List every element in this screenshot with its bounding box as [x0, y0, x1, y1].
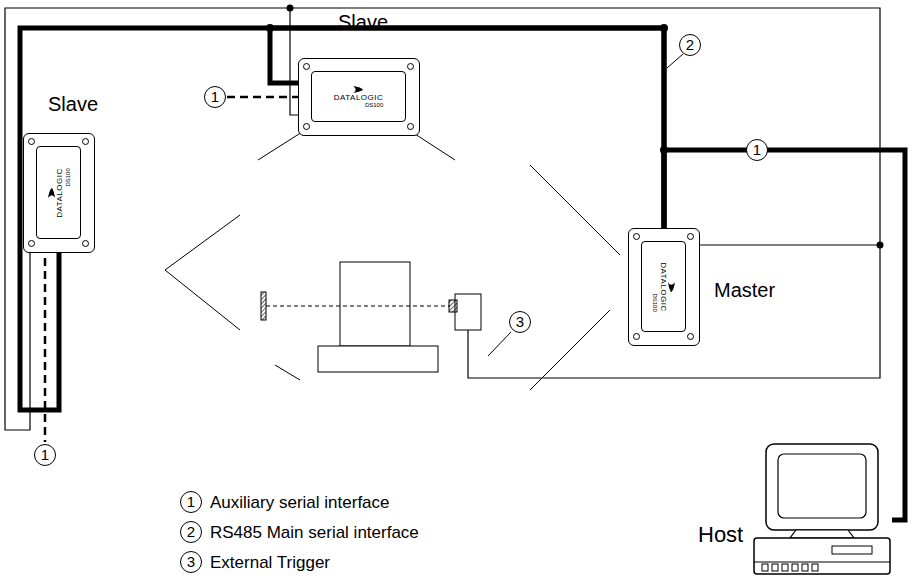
- logo: DATALOGICDS100: [47, 168, 71, 218]
- scanner-node: SlaveDATALOGICDS100: [20, 90, 100, 255]
- photocell-beam: [266, 306, 450, 307]
- junction-dot: [877, 242, 884, 249]
- logo-swoosh: [666, 279, 675, 293]
- screw: [82, 138, 89, 145]
- disk-drive: [832, 546, 872, 554]
- brand-text: DATALOGIC: [56, 168, 65, 218]
- device-label: Slave: [338, 12, 388, 32]
- logo-swoosh: [351, 85, 365, 94]
- button: [782, 564, 788, 571]
- button: [762, 564, 768, 571]
- screw: [82, 240, 89, 247]
- screw: [633, 233, 640, 240]
- screw: [633, 333, 640, 340]
- photocell-lens: [449, 300, 457, 312]
- label-plate: DATALOGICDS100: [641, 241, 686, 332]
- leader-line: [488, 332, 511, 356]
- photocell: [455, 294, 481, 330]
- legend-text: RS485 Main serial interface: [210, 524, 419, 541]
- computer-icon: [752, 440, 892, 580]
- monitor-stand: [790, 530, 854, 538]
- callout-number: 1: [204, 86, 226, 108]
- swoosh: [48, 188, 55, 198]
- label-plate: DATALOGICDS100: [311, 71, 406, 122]
- reflector: [261, 292, 266, 320]
- junction-dot: [287, 5, 294, 12]
- scanner-body: DATALOGICDS100: [298, 58, 420, 136]
- scanner-node: Master DATALOGICDS100: [628, 228, 798, 348]
- model-text: DS100: [64, 168, 70, 186]
- callout-number: 3: [509, 311, 531, 333]
- button: [812, 564, 818, 571]
- host-node: Host: [690, 440, 905, 582]
- screw: [687, 233, 694, 240]
- screw: [687, 333, 694, 340]
- model-text: DS100: [365, 102, 383, 108]
- screw: [28, 240, 35, 247]
- case-line: [754, 562, 890, 563]
- brand-text: DATALOGIC: [334, 94, 384, 103]
- logo-swoosh: [47, 186, 56, 200]
- model-text: DS100: [652, 293, 658, 311]
- screw: [407, 63, 414, 70]
- callout-number: 2: [679, 34, 701, 56]
- screw: [407, 123, 414, 130]
- brand-text: DATALOGIC: [658, 262, 667, 312]
- scanner-body: DATALOGICDS100: [23, 133, 95, 253]
- callout-number: 3: [180, 551, 202, 573]
- trigger-wiring: [5, 8, 880, 430]
- scanner-body: DATALOGICDS100: [628, 228, 700, 346]
- screw: [303, 123, 310, 130]
- label-plate: DATALOGICDS100: [36, 146, 81, 239]
- swoosh: [353, 86, 363, 93]
- serial-cable: [20, 28, 664, 410]
- button: [772, 564, 778, 571]
- callout-number: 1: [746, 139, 768, 161]
- screen: [778, 454, 866, 518]
- callout-number: 1: [34, 444, 56, 466]
- swoosh: [667, 281, 674, 291]
- monitor: [766, 444, 878, 530]
- device-label: Host: [698, 524, 743, 546]
- leader-line: [667, 54, 683, 68]
- legend-text: Auxiliary serial interface: [210, 494, 390, 511]
- button: [802, 564, 808, 571]
- legend-text: External Trigger: [210, 554, 330, 571]
- scanner-node: SlaveDATALOGICDS100: [298, 8, 422, 136]
- callout-number: 1: [180, 491, 202, 513]
- conveyor: [318, 346, 438, 372]
- screw: [28, 138, 35, 145]
- serial-cable: [270, 28, 664, 228]
- device-label: Master: [714, 280, 775, 300]
- logo: DATALOGICDS100: [334, 85, 384, 109]
- device-label: Slave: [48, 94, 98, 114]
- callout-number: 2: [180, 521, 202, 543]
- computer-case: [754, 538, 890, 574]
- package: [340, 262, 410, 346]
- button: [792, 564, 798, 571]
- scan-beams: [165, 108, 620, 390]
- screw: [303, 63, 310, 70]
- logo: DATALOGICDS100: [652, 262, 676, 312]
